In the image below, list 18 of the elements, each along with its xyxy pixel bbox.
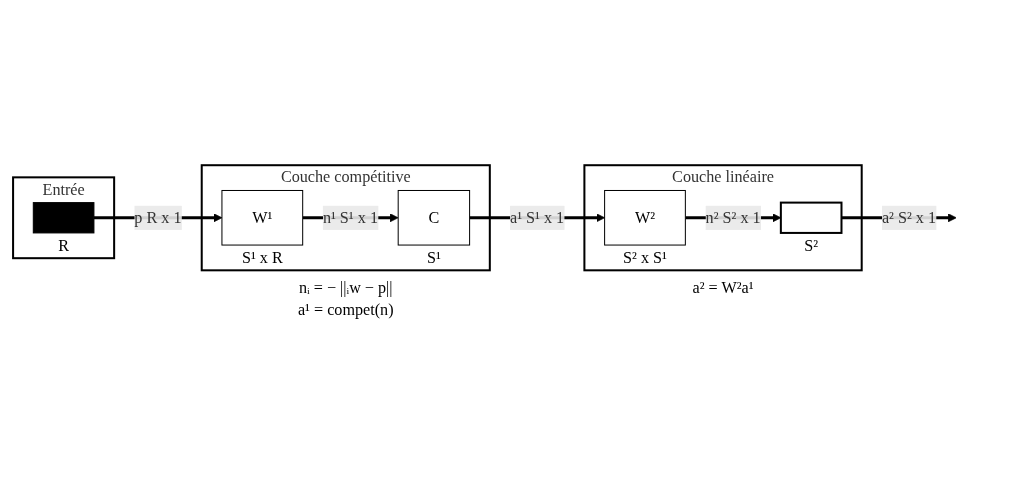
formula: a¹ = compet(n) [297,300,394,318]
node-box: C [397,189,471,246]
node-box: W² [604,189,686,246]
dimension-label: R [58,237,69,255]
dimension-label: S² [804,237,819,255]
formula: nᵢ = − ||ᵢw − p|| [299,278,393,296]
edge-label: a¹ S¹ x 1 [510,208,565,226]
formula: a² = W²a¹ [692,278,754,296]
dimension-label: S² x S¹ [623,249,667,267]
node-box [779,201,843,234]
dimension-label: S¹ [426,249,441,267]
dimension-label: S¹ x R [241,249,283,267]
edge-label: p R x 1 [134,208,182,226]
node-box: W¹ [221,189,304,246]
edge-label: n¹ S¹ x 1 [322,208,378,226]
node-bar [32,202,95,234]
edge-label: a² S² x 1 [881,208,937,226]
edge-label: n² S² x 1 [705,208,761,226]
